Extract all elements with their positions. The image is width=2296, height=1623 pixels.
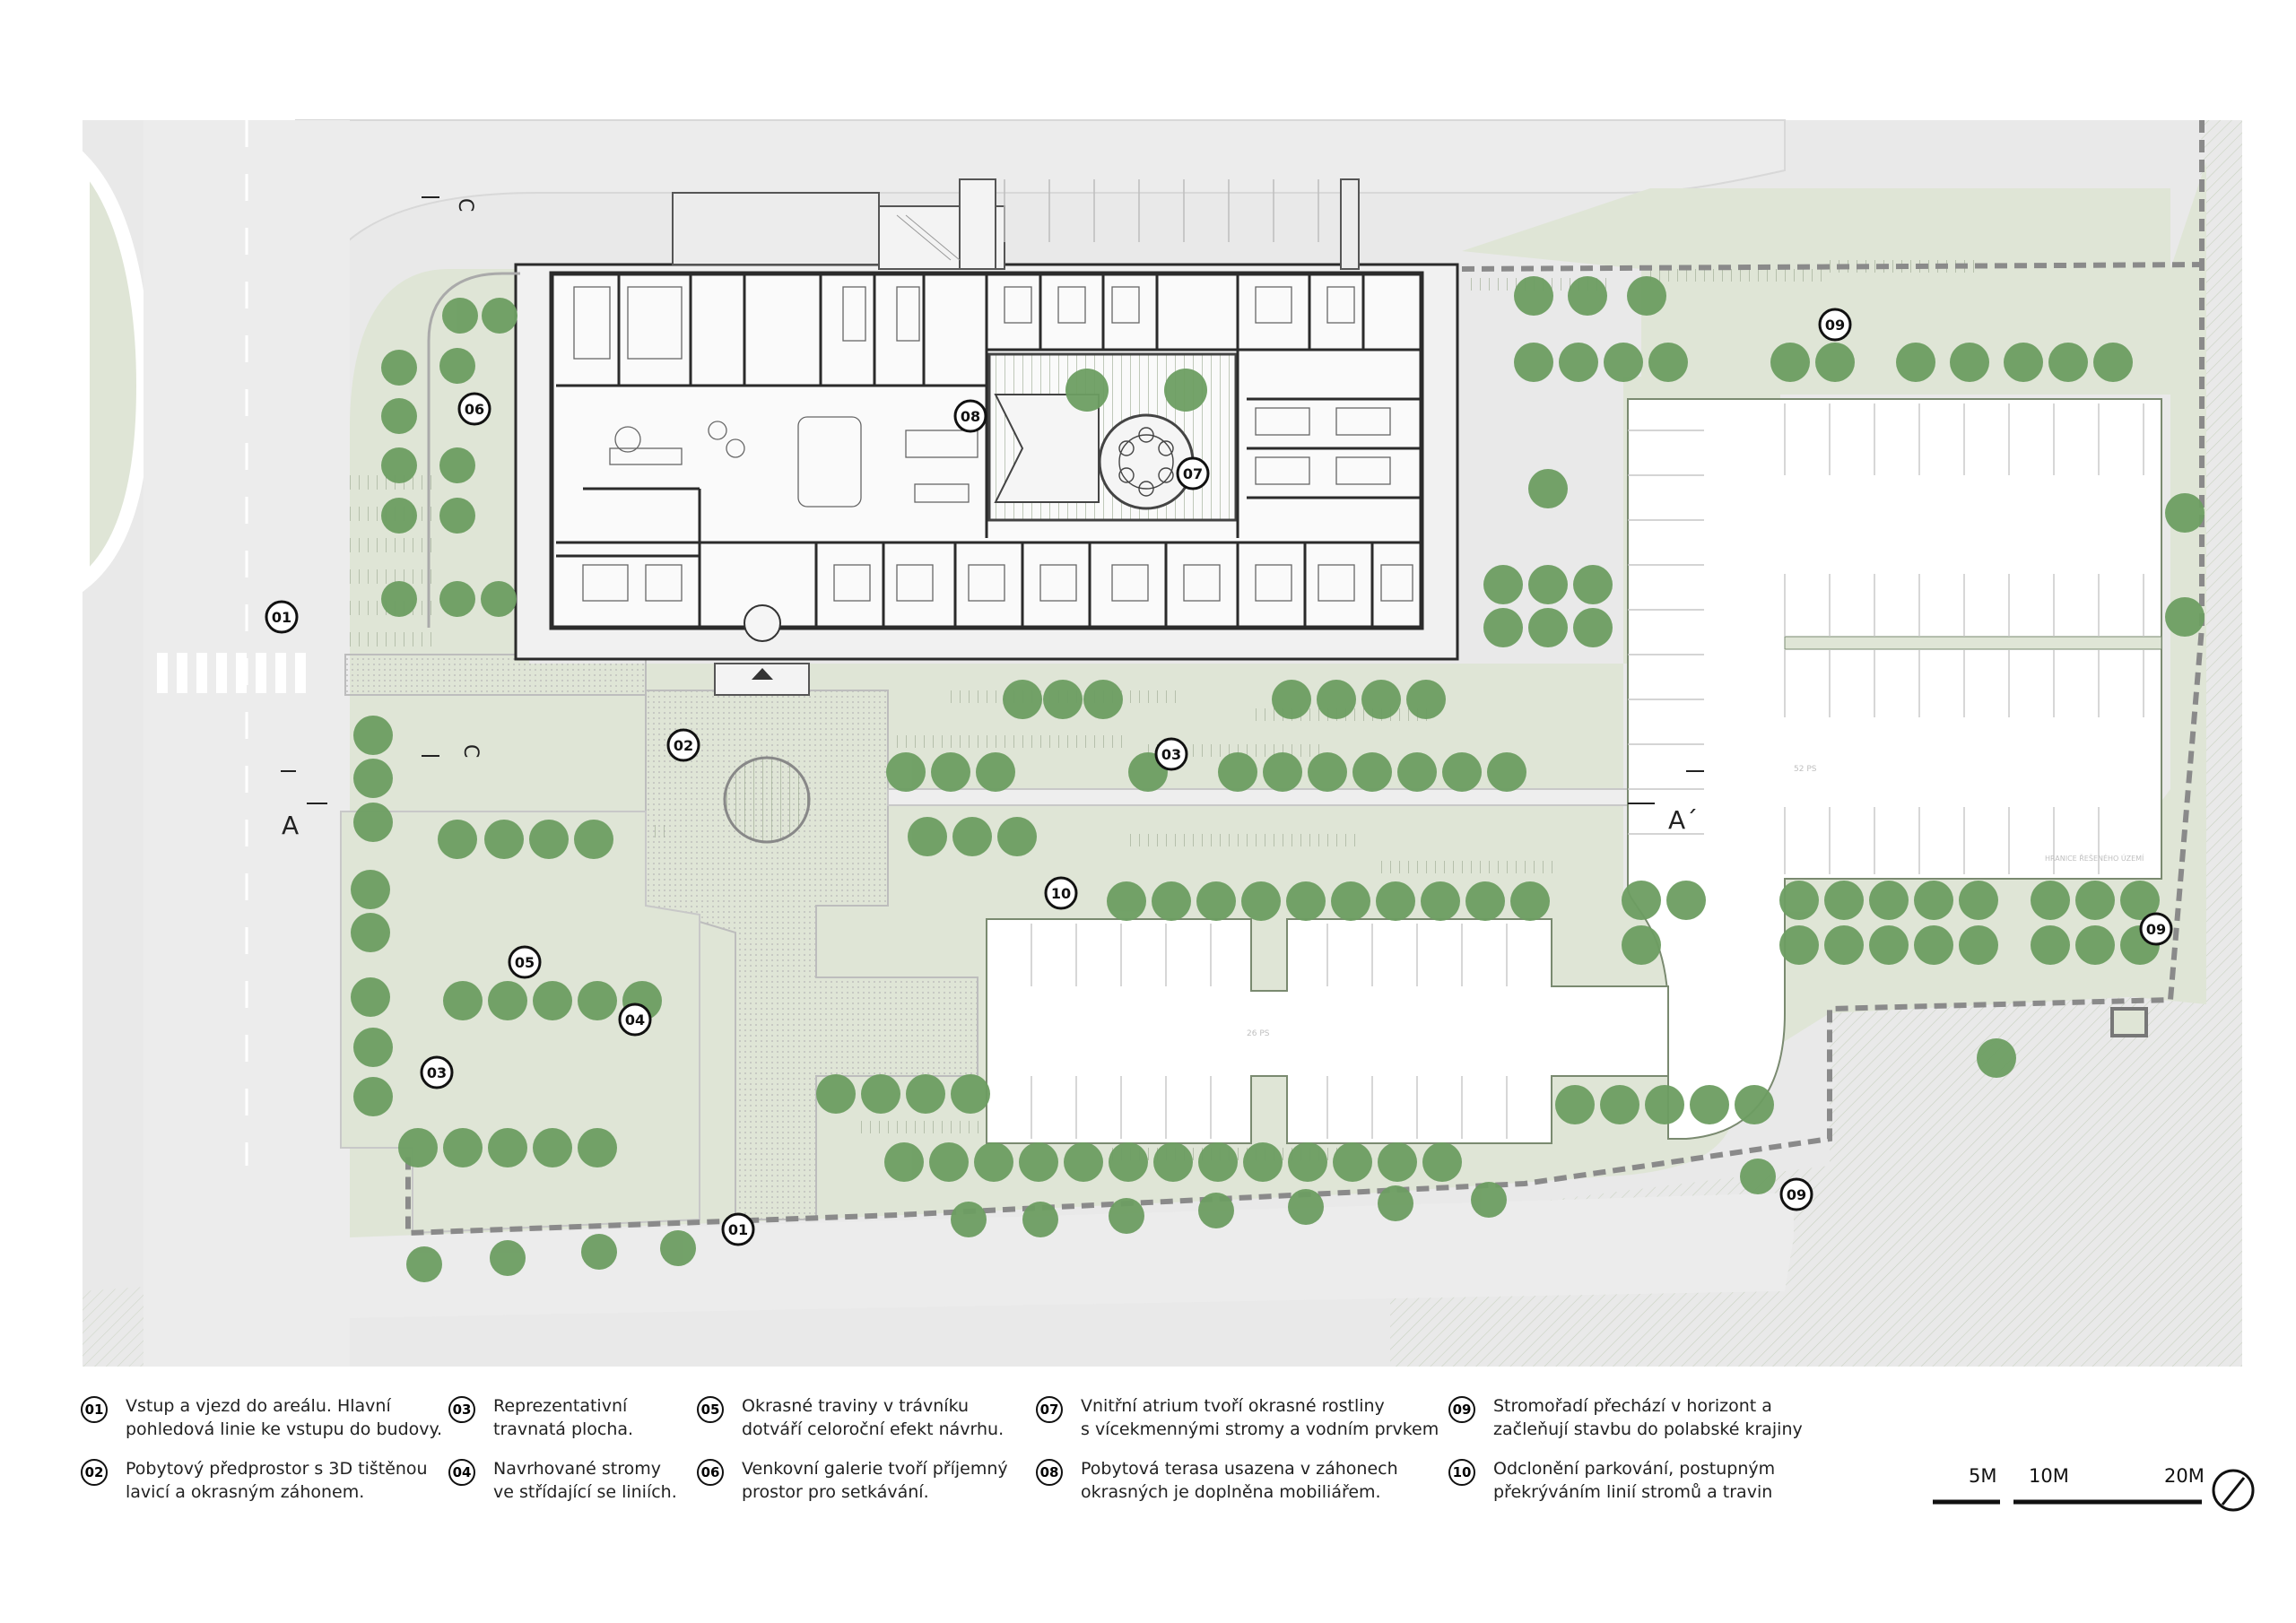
lawn-east	[2117, 161, 2206, 1004]
svg-text:10: 10	[1051, 885, 1071, 902]
legend-text: Pobytová terasa usazena v záhonech okras…	[1081, 1459, 1398, 1502]
paved-plaza-west	[344, 654, 647, 696]
marker-07: 07	[1176, 456, 1210, 490]
svg-text:09: 09	[1787, 1186, 1806, 1203]
legend-item-08: 08 Pobytová terasa usazena v záhonech ok…	[1036, 1457, 1398, 1504]
site-boundary-north	[1461, 262, 2207, 272]
svg-text:09: 09	[2146, 921, 2166, 938]
svg-text:05: 05	[515, 954, 535, 971]
legend-text: Navrhované stromy ve střídající se linií…	[493, 1459, 677, 1502]
north-bays	[1004, 179, 1319, 242]
north-arrow-icon	[2212, 1469, 2255, 1512]
path-east	[887, 788, 1633, 806]
marker-04: 04	[618, 1002, 652, 1037]
parking-label-east: 52 PS	[1794, 765, 1817, 774]
legend-number: 02	[81, 1459, 108, 1486]
legend-text: Reprezentativní travnatá plocha.	[493, 1396, 634, 1439]
legend: 01 Vstup a vjezd do areálu. Hlavní pohle…	[81, 1394, 2233, 1529]
marker-10: 10	[1044, 876, 1078, 910]
marker-08: 08	[953, 399, 987, 433]
building	[514, 263, 1459, 696]
legend-text: Vstup a vjezd do areálu. Hlavní pohledov…	[126, 1396, 443, 1439]
marker-09-north: 09	[1818, 308, 1852, 342]
road-south	[350, 1193, 1794, 1318]
legend-text: Venkovní galerie tvoří příjemný prostor …	[742, 1459, 1008, 1502]
svg-text:06: 06	[465, 401, 484, 418]
boundary-note: HRANICE ŘEŠENÉHO ÚZEMÍ	[2045, 853, 2144, 863]
marker-02: 02	[666, 728, 700, 762]
legend-text: Odclonění parkování, postupným překrýván…	[1493, 1459, 1776, 1502]
legend-item-05: 05 Okrasné traviny v trávníku dotváří ce…	[697, 1394, 1004, 1441]
legend-text: Vnitřní atrium tvoří okrasné rostliny s …	[1081, 1396, 1439, 1439]
entrance-rotunda	[744, 604, 781, 642]
legend-number: 10	[1448, 1459, 1475, 1486]
marker-03-west: 03	[420, 1055, 454, 1089]
atrium-water-feature	[1098, 413, 1195, 510]
boundary-post	[2110, 1007, 2148, 1037]
section-a-right: A´	[1668, 805, 1698, 835]
parking-east	[1627, 398, 2162, 1140]
legend-number: 06	[697, 1459, 724, 1486]
hatched-land-east	[1390, 120, 2242, 1367]
svg-text:01: 01	[728, 1221, 748, 1238]
section-c-bottom: C	[459, 744, 482, 758]
marker-09-east: 09	[2139, 912, 2173, 946]
legend-item-07: 07 Vnitřní atrium tvoří okrasné rostliny…	[1036, 1394, 1439, 1441]
section-c-top: C	[454, 198, 476, 212]
marker-09-south: 09	[1779, 1177, 1813, 1211]
lawn-north-east	[1462, 188, 2170, 395]
legend-number: 05	[697, 1396, 724, 1423]
scale-20m: 20M	[2164, 1465, 2205, 1487]
parking-south	[986, 918, 1669, 1144]
site-boundary	[405, 120, 2205, 1237]
marker-03-central: 03	[1154, 737, 1188, 771]
legend-number: 01	[81, 1396, 108, 1423]
lawn-south-east	[1758, 879, 2170, 1058]
legend-text: Stromořadí přechází v horizont a začleňu…	[1493, 1396, 1803, 1439]
svg-text:07: 07	[1183, 465, 1203, 482]
legend-item-10: 10 Odclonění parkování, postupným překrý…	[1448, 1457, 1775, 1504]
svg-text:03: 03	[427, 1064, 447, 1081]
marker-05: 05	[508, 945, 542, 979]
legend-text: Pobytový předprostor s 3D tištěnou lavic…	[126, 1459, 428, 1502]
legend-number: 09	[1448, 1396, 1475, 1423]
svg-text:02: 02	[674, 737, 693, 754]
section-a-left: A	[282, 811, 299, 840]
planting-bed-round	[723, 756, 811, 844]
svg-text:04: 04	[625, 1011, 645, 1028]
scale-labels: 5M 10M 20M	[1928, 1462, 2269, 1533]
crosswalk-stripes	[157, 653, 306, 693]
legend-number: 03	[448, 1396, 475, 1423]
legend-number: 04	[448, 1459, 475, 1486]
curb-line-west	[427, 272, 520, 628]
legend-item-04: 04 Navrhované stromy ve střídající se li…	[448, 1457, 677, 1504]
legend-number: 07	[1036, 1396, 1063, 1423]
marker-06: 06	[457, 392, 491, 426]
section-marks	[281, 196, 1704, 804]
parking-label-south: 26 PS	[1247, 1029, 1270, 1038]
svg-text:09: 09	[1825, 317, 1845, 334]
svg-text:01: 01	[272, 609, 291, 626]
legend-item-03: 03 Reprezentativní travnatá plocha.	[448, 1394, 633, 1441]
scale-10m: 10M	[2029, 1465, 2069, 1487]
legend-text: Okrasné traviny v trávníku dotváří celor…	[742, 1396, 1004, 1439]
marker-01-south: 01	[721, 1212, 755, 1246]
svg-text:08: 08	[961, 408, 980, 425]
legend-item-09: 09 Stromořadí přechází v horizont a začl…	[1448, 1394, 1803, 1441]
legend-number: 08	[1036, 1459, 1063, 1486]
legend-item-01: 01 Vstup a vjezd do areálu. Hlavní pohle…	[81, 1394, 442, 1441]
trees	[351, 276, 2205, 1282]
scale-5m: 5M	[1969, 1465, 1997, 1487]
legend-item-06: 06 Venkovní galerie tvoří příjemný prost…	[697, 1457, 1008, 1504]
north-loading-area	[672, 178, 1360, 270]
marker-01-west: 01	[265, 600, 299, 634]
svg-text:03: 03	[1161, 746, 1181, 763]
legend-item-02: 02 Pobytový předprostor s 3D tištěnou la…	[81, 1457, 428, 1504]
